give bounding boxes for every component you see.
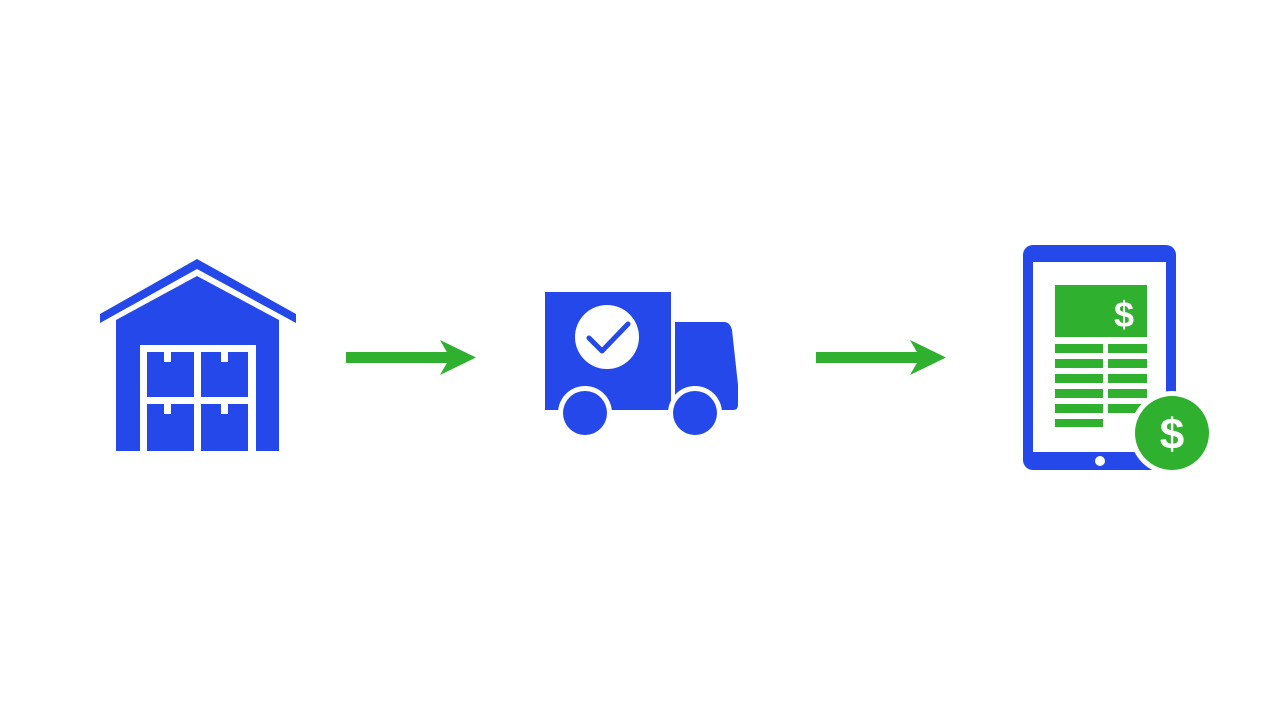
dollar-badge-symbol: $ (1160, 410, 1184, 459)
invoice-row (1055, 359, 1103, 368)
invoice-row (1055, 344, 1103, 353)
invoice-currency-symbol: $ (1114, 294, 1134, 335)
invoice-row (1055, 419, 1103, 427)
invoice-row (1108, 344, 1147, 353)
dollar-badge (1135, 396, 1209, 470)
truck-wheel (563, 391, 607, 435)
invoice-row (1055, 404, 1103, 413)
invoice-row (1055, 374, 1103, 383)
delivery-truck-icon (545, 292, 738, 440)
invoice-row (1108, 389, 1147, 398)
arrow-right-icon (816, 340, 946, 375)
invoice-row (1108, 404, 1147, 413)
invoice-row (1108, 359, 1147, 368)
check-icon (586, 321, 631, 354)
truck-wheel (673, 391, 717, 435)
warehouse-boxes (147, 352, 248, 451)
invoice-row (1108, 374, 1147, 383)
check-badge (575, 305, 639, 369)
warehouse-icon (100, 259, 296, 451)
invoice-header (1055, 285, 1147, 337)
box-tapes (164, 352, 228, 414)
invoice-rows (1055, 344, 1147, 427)
invoice-row (1055, 389, 1103, 398)
tablet-home-button (1095, 456, 1105, 466)
tablet-invoice-icon: $ $ (1023, 245, 1214, 475)
arrow-right-icon (346, 340, 476, 375)
